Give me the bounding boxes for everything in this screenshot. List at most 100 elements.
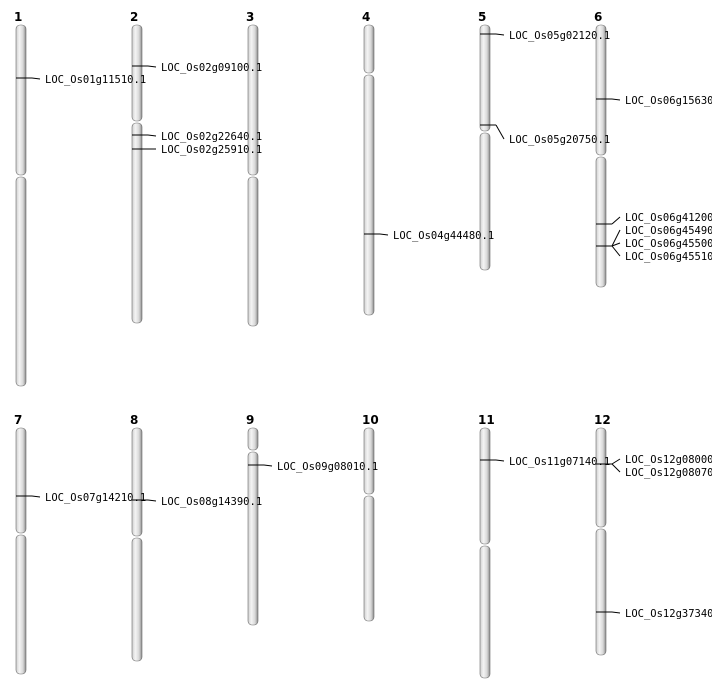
gene-marker-connector (611, 463, 621, 473)
gene-label: LOC_Os09g08010.1 (277, 461, 378, 473)
gene-marker-connector (611, 229, 621, 247)
chromosome-1: 1 (14, 10, 27, 387)
gene-label: LOC_Os07g14210.1 (45, 492, 146, 504)
gene-marker: LOC_Os06g45510.1 (596, 245, 712, 263)
gene-marker: LOC_Os06g41200.1 (596, 212, 712, 225)
chromosome-number-label: 7 (14, 413, 22, 427)
gene-marker-connector (611, 242, 621, 247)
gene-label: LOC_Os06g45500.1 (625, 238, 712, 250)
chromosome-arm-p (15, 427, 27, 534)
gene-marker-connector (495, 124, 505, 140)
gene-marker-connector (147, 134, 157, 137)
chromosome-number-label: 2 (130, 10, 138, 24)
gene-marker-connector (611, 458, 621, 465)
chromosome-arm-q (247, 451, 259, 626)
gene-marker-connector (31, 77, 41, 80)
chromosome-number-label: 10 (362, 413, 379, 427)
chromosome-arm-q (15, 534, 27, 675)
gene-label: LOC_Os05g20750.1 (509, 134, 610, 146)
chromosome-12: 12 (594, 413, 611, 656)
gene-marker: LOC_Os02g25910.1 (132, 144, 262, 156)
chromosome-arm-q (479, 132, 491, 271)
gene-marker: LOC_Os05g02120.1 (480, 30, 610, 42)
gene-marker: LOC_Os05g20750.1 (480, 124, 610, 146)
gene-label: LOC_Os02g22640.1 (161, 131, 262, 143)
chromosome-arm-p (131, 24, 143, 122)
chromosome-arm-p (15, 24, 27, 176)
chromosome-arm-p (479, 427, 491, 545)
chromosome-arm-p (247, 24, 259, 176)
chromosome-number-label: 5 (478, 10, 486, 24)
gene-label: LOC_Os11g07140.1 (509, 456, 610, 468)
chromosome-arm-q (595, 528, 607, 656)
chromosome-10: 10 (362, 413, 379, 622)
gene-marker: LOC_Os04g44480.1 (364, 230, 494, 242)
gene-marker-connector (611, 611, 621, 614)
gene-marker: LOC_Os07g14210.1 (16, 492, 146, 504)
chromosome-arm-q (131, 122, 143, 324)
gene-marker: LOC_Os06g15630.1 (596, 95, 712, 107)
gene-label: LOC_Os01g11510.1 (45, 74, 146, 86)
chromosome-8: 8 (130, 413, 143, 662)
gene-marker-connector (611, 98, 621, 101)
gene-marker-connector (495, 33, 505, 36)
gene-label: LOC_Os06g41200.1 (625, 212, 712, 224)
chromosome-arm-p (363, 24, 375, 74)
gene-label: LOC_Os12g08000.1 (625, 454, 712, 466)
gene-label: LOC_Os12g37340.1 (625, 608, 712, 620)
chromosome-arm-p (131, 427, 143, 537)
gene-marker: LOC_Os02g22640.1 (132, 131, 262, 143)
chromosome-number-label: 11 (478, 413, 495, 427)
chromosome-arm-p (363, 427, 375, 495)
gene-marker-connector (31, 495, 41, 498)
gene-marker: LOC_Os12g08000.1 (596, 454, 712, 466)
chromosome-number-label: 6 (594, 10, 602, 24)
chromosome-arm-q (363, 495, 375, 622)
chromosome-5: 5 (478, 10, 491, 271)
gene-label: LOC_Os05g02120.1 (509, 30, 610, 42)
gene-marker: LOC_Os01g11510.1 (16, 74, 146, 86)
chromosome-arm-q (479, 545, 491, 679)
gene-marker: LOC_Os12g08070.1 (596, 463, 712, 479)
chromosome-arm-p (595, 427, 607, 528)
chromosome-arm-q (131, 537, 143, 662)
gene-marker-connector (611, 245, 621, 257)
chromosome-number-label: 12 (594, 413, 611, 427)
gene-marker-connector (611, 216, 621, 225)
gene-marker-connector (263, 464, 273, 467)
chromosome-arm-q (15, 176, 27, 387)
gene-label: LOC_Os02g25910.1 (161, 144, 262, 156)
chromosome-arm-p (247, 427, 259, 451)
chromosome-9: 9 (246, 413, 259, 626)
chromosome-arm-p (595, 24, 607, 156)
gene-marker-connector (379, 233, 389, 236)
gene-label: LOC_Os02g09100.1 (161, 62, 262, 74)
chromosome-number-label: 1 (14, 10, 22, 24)
chromosome-arm-q (247, 176, 259, 327)
gene-marker: LOC_Os11g07140.1 (480, 456, 610, 468)
chromosome-arm-q (363, 74, 375, 316)
gene-label: LOC_Os04g44480.1 (393, 230, 494, 242)
chromosome-6: 6 (594, 10, 607, 288)
gene-marker: LOC_Os12g37340.1 (596, 608, 712, 620)
chromosome-4: 4 (362, 10, 375, 316)
gene-marker-connector (147, 499, 157, 502)
gene-marker-connector (147, 65, 157, 68)
gene-label: LOC_Os12g08070.1 (625, 467, 712, 479)
chromosome-3: 3 (246, 10, 259, 327)
chromosome-11: 11 (478, 413, 495, 679)
chromosome-number-label: 8 (130, 413, 138, 427)
gene-label: LOC_Os06g45510.1 (625, 251, 712, 263)
chromosome-arm-q (595, 156, 607, 288)
gene-label: LOC_Os08g14390.1 (161, 496, 262, 508)
gene-marker: LOC_Os02g09100.1 (132, 62, 262, 74)
chromosome-7: 7 (14, 413, 27, 675)
gene-label: LOC_Os06g45490.1 (625, 225, 712, 237)
chromosome-2: 2 (130, 10, 143, 324)
chromosome-number-label: 9 (246, 413, 254, 427)
gene-label: LOC_Os06g15630.1 (625, 95, 712, 107)
gene-marker: LOC_Os09g08010.1 (248, 461, 378, 473)
gene-marker-connector (495, 459, 505, 462)
gene-marker: LOC_Os08g14390.1 (132, 496, 262, 508)
